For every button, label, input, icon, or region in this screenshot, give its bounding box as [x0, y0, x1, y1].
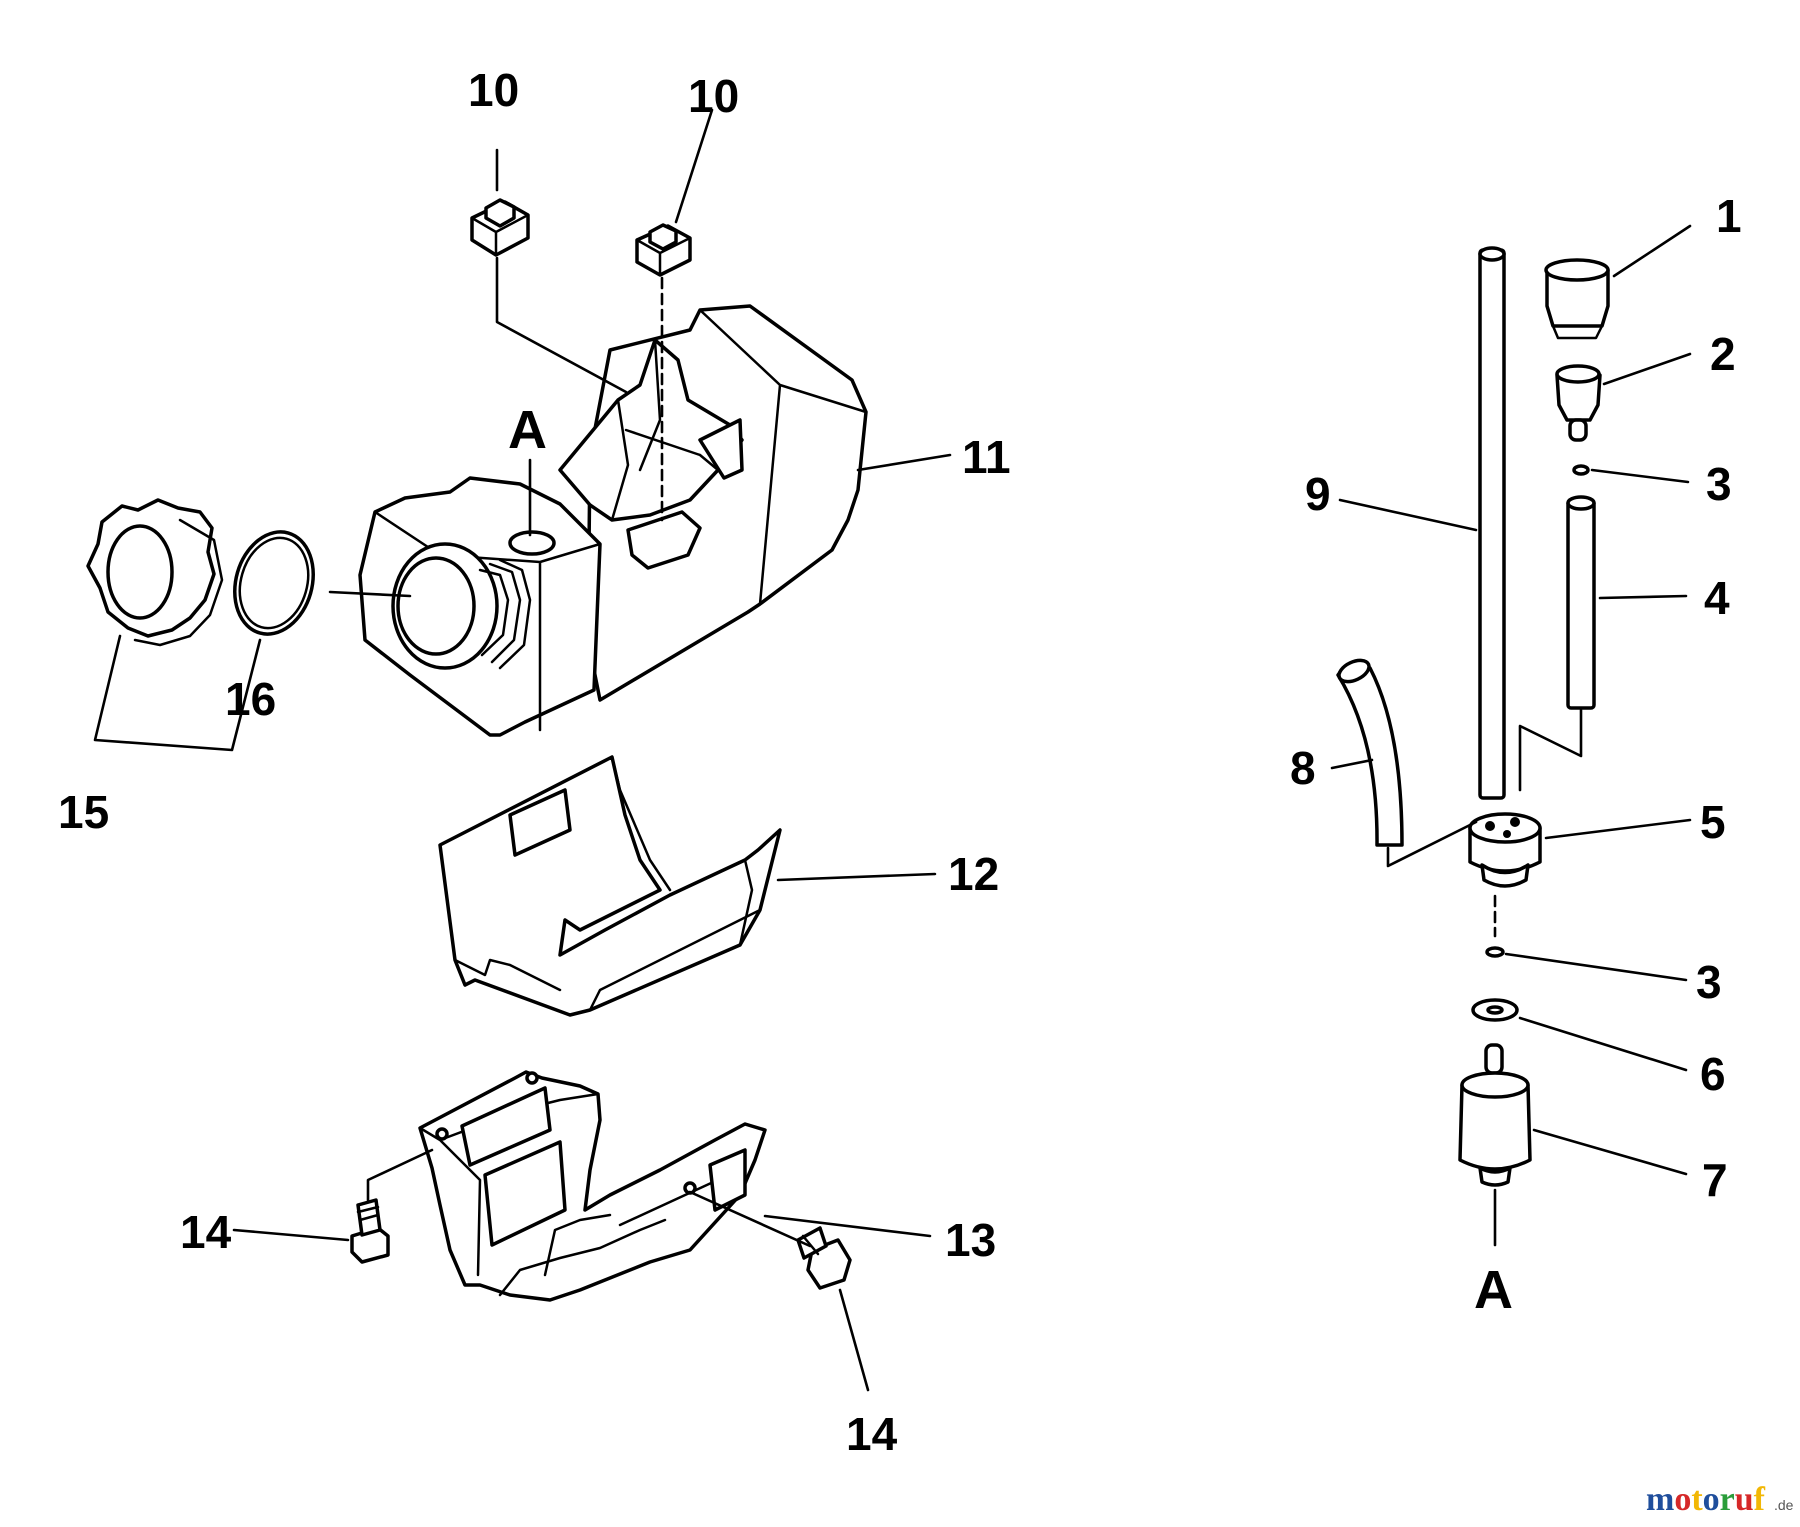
reference-mark-a-filter: A — [1474, 1260, 1513, 1320]
wm-letter: o — [1703, 1481, 1720, 1518]
leader-lines — [93, 108, 1692, 1392]
callout-5: 5 — [1700, 796, 1726, 848]
wm-letter: t — [1691, 1481, 1703, 1518]
callout-7: 7 — [1702, 1154, 1728, 1206]
callout-15: 15 — [58, 786, 109, 838]
part-10-grommet-left — [470, 198, 530, 257]
part-7-fuel-filter — [1458, 1043, 1532, 1187]
callout-14-left: 14 — [180, 1206, 232, 1258]
callout-12: 12 — [948, 848, 999, 900]
callout-4: 4 — [1704, 572, 1730, 624]
part-14-screw-left — [350, 1198, 390, 1264]
part-1-cap — [1544, 258, 1610, 340]
callout-labels: 10 10 11 12 13 14 14 15 16 1 2 3 4 5 3 6… — [58, 64, 1742, 1460]
part-9-fuel-tube — [1478, 246, 1506, 800]
part-14-screw-right — [796, 1226, 852, 1290]
part-11-fuel-tank — [358, 304, 868, 737]
callout-10-left: 10 — [468, 64, 519, 116]
callout-6: 6 — [1700, 1048, 1726, 1100]
callout-3-upper: 3 — [1706, 458, 1732, 510]
part-3-o-ring-lower — [1485, 946, 1505, 958]
part-3-o-ring-upper — [1572, 464, 1590, 476]
callout-9: 9 — [1305, 468, 1331, 520]
callout-3-lower: 3 — [1696, 956, 1722, 1008]
reference-mark-a-tank: A — [508, 400, 547, 460]
part-8-elbow-hose — [1336, 658, 1404, 847]
wm-letter: m — [1646, 1481, 1674, 1518]
callout-2: 2 — [1710, 328, 1736, 380]
callout-16: 16 — [225, 673, 276, 725]
callout-13: 13 — [945, 1214, 996, 1266]
callout-1: 1 — [1716, 190, 1742, 242]
watermark-logo: motoruf .de — [1646, 1481, 1794, 1518]
callout-10-right: 10 — [688, 70, 739, 122]
wm-letter: u — [1735, 1481, 1754, 1518]
part-12-lower-shield — [438, 755, 782, 1017]
part-2-tip — [1555, 364, 1602, 442]
part-6-washer — [1471, 998, 1519, 1022]
wm-letter: o — [1674, 1481, 1691, 1518]
callout-11: 11 — [962, 431, 1011, 483]
part-15-fuel-cap — [86, 498, 224, 647]
callout-8: 8 — [1290, 742, 1316, 794]
wm-letter: f — [1754, 1481, 1766, 1518]
part-4-short-tube — [1566, 495, 1596, 710]
part-10-grommet-right — [635, 223, 692, 277]
part-13-bottom-cover — [418, 1070, 767, 1302]
wm-letter: r — [1720, 1481, 1735, 1518]
watermark-suffix: .de — [1774, 1497, 1794, 1513]
part-5-fitting — [1468, 812, 1542, 888]
part-16-gasket — [233, 530, 315, 636]
callout-14-right: 14 — [846, 1408, 898, 1460]
svg-text:motoruf: motoruf — [1646, 1481, 1766, 1518]
